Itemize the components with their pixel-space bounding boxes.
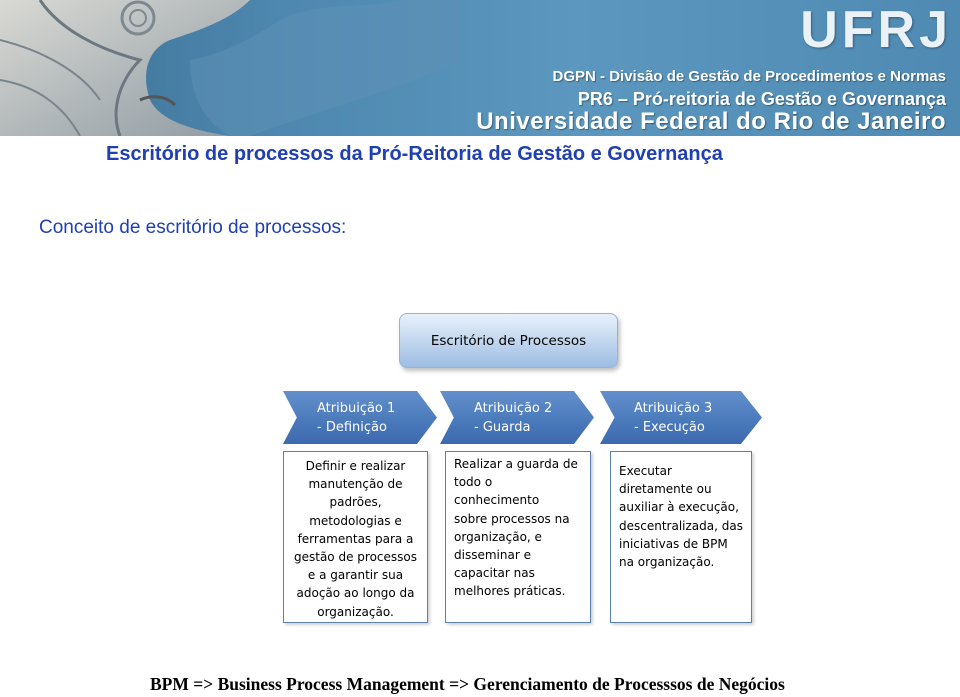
chevron-1-line1: Atribuição 1 — [317, 400, 396, 416]
process-office-box: Escritório de Processos — [399, 313, 618, 368]
chevron-attribution-2: Atribuição 2 - Guarda — [440, 391, 594, 444]
footer-note: BPM => Business Process Management => Ge… — [150, 674, 785, 694]
page-title: Escritório de processos da Pró-Reitoria … — [106, 143, 723, 165]
chevron-3-line1: Atribuição 3 — [634, 400, 713, 416]
section-subtitle: Conceito de escritório de processos: — [39, 217, 347, 238]
banner-division: DGPN - Divisão de Gestão de Procedimento… — [552, 68, 946, 85]
header-banner: UFRJ DGPN - Divisão de Gestão de Procedi… — [0, 0, 960, 136]
chevron-attribution-1: Atribuição 1 - Definição — [283, 391, 437, 444]
statue-illustration — [0, 0, 460, 136]
chevron-1-line2: - Definição — [317, 419, 387, 435]
ufrj-logo: UFRJ — [800, 1, 952, 59]
execution-card: Executar diretamente ou auxiliar à execu… — [610, 451, 752, 623]
definition-card: Definir e realizar manutenção de padrões… — [283, 451, 428, 623]
banner-university: Universidade Federal do Rio de Janeiro — [476, 108, 946, 135]
chevron-2-line2: - Guarda — [474, 419, 531, 435]
chevron-attribution-3: Atribuição 3 - Execução — [600, 391, 762, 444]
chevron-3-line2: - Execução — [634, 419, 705, 435]
banner-pro-rectorate: PR6 – Pró-reitoria de Gestão e Governanç… — [577, 89, 946, 109]
chevron-2-line1: Atribuição 2 — [474, 400, 553, 416]
guard-card: Realizar a guarda de todo o conhecimento… — [445, 451, 591, 623]
